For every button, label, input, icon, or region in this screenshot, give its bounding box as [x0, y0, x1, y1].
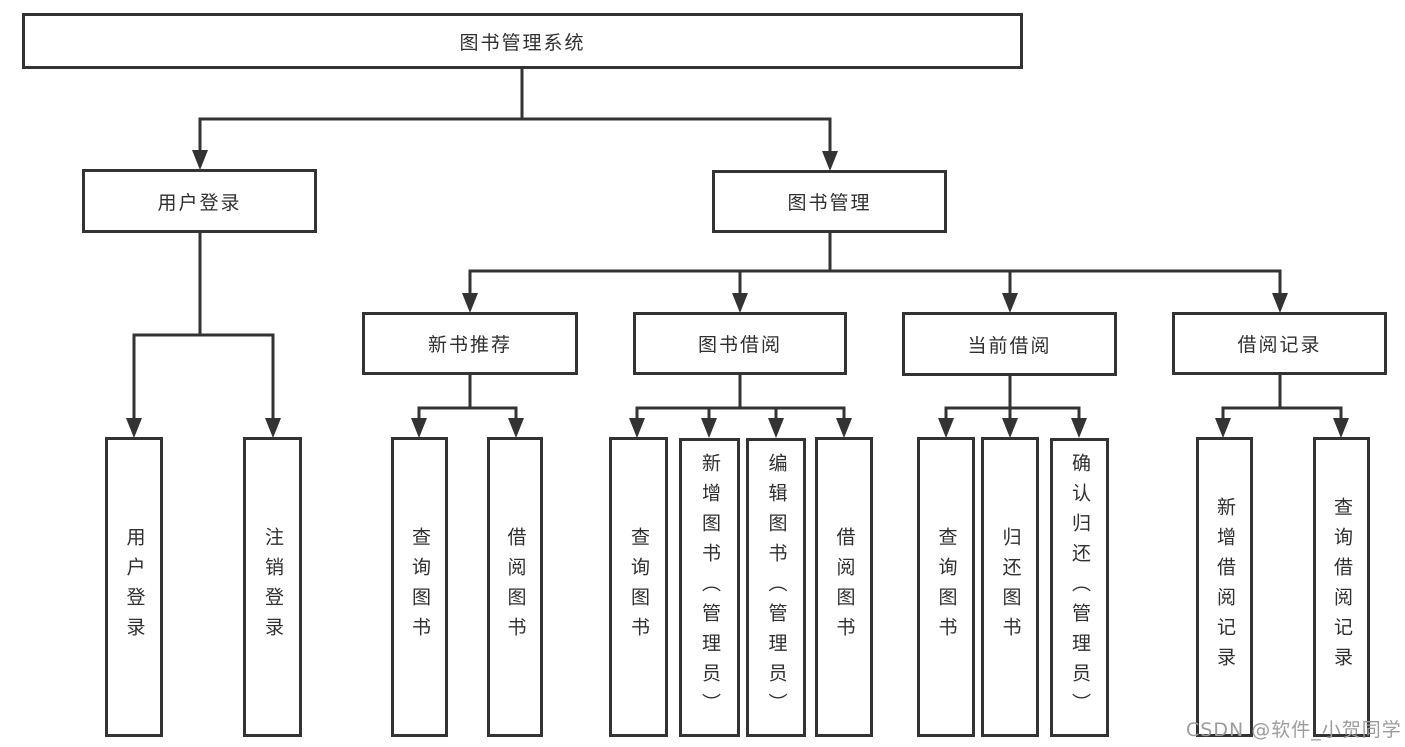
node-label: 查询图书 — [409, 527, 431, 647]
leaf-return-books: 归还图书 — [981, 437, 1039, 737]
node-book-borrowing: 图书借阅 — [633, 312, 847, 375]
arrowhead-icons — [126, 150, 1349, 438]
node-label: 图书管理 — [787, 192, 872, 214]
leaf-borrow-books-borrowing: 借阅图书 — [815, 437, 873, 737]
node-label: 借阅记录 — [1237, 334, 1322, 356]
leaf-add-books-admin: 新增图书（管理员） — [679, 438, 740, 737]
node-label: 用户登录 — [123, 527, 146, 647]
leaf-borrow-books-recommend: 借阅图书 — [487, 437, 543, 737]
node-label: 归还图书 — [999, 527, 1022, 647]
node-label: 查询借阅记录 — [1331, 497, 1353, 677]
node-label: 新增图书（管理员） — [699, 452, 721, 723]
node-label: 注销登录 — [262, 527, 284, 647]
leaf-query-books-recommend: 查询图书 — [391, 437, 448, 737]
node-label: 确认归还（管理员） — [1069, 452, 1091, 723]
connector-lines — [132, 67, 1343, 425]
leaf-logout: 注销登录 — [243, 437, 302, 737]
leaf-confirm-return-admin: 确认归还（管理员） — [1050, 438, 1109, 737]
node-borrowing-records: 借阅记录 — [1172, 312, 1387, 375]
leaf-query-borrow-record: 查询借阅记录 — [1313, 437, 1370, 737]
node-current-borrowing: 当前借阅 — [902, 312, 1117, 376]
node-user-login: 用户登录 — [82, 169, 317, 233]
node-book-management: 图书管理 — [712, 170, 947, 233]
node-label: 借阅图书 — [504, 527, 527, 647]
node-label: 查询图书 — [935, 527, 958, 647]
node-label: 用户登录 — [157, 191, 242, 214]
node-label: 编辑图书（管理员） — [765, 452, 788, 723]
node-label: 当前借阅 — [967, 334, 1052, 357]
csdn-watermark: CSDN @软件_小贺同学 — [1186, 719, 1402, 741]
node-library-system: 图书管理系统 — [22, 13, 1023, 69]
node-label: 图书借阅 — [697, 334, 782, 356]
node-label: 借阅图书 — [833, 527, 856, 647]
leaf-query-books-current: 查询图书 — [917, 437, 975, 737]
node-new-book-recommend: 新书推荐 — [362, 312, 578, 375]
node-label: 新增借阅记录 — [1214, 497, 1236, 677]
leaf-query-books-borrowing: 查询图书 — [609, 437, 668, 737]
node-label: 新书推荐 — [427, 334, 512, 356]
leaf-add-borrow-record: 新增借阅记录 — [1196, 437, 1253, 737]
node-label: 图书管理系统 — [459, 31, 586, 54]
leaf-user-login: 用户登录 — [105, 437, 163, 737]
leaf-edit-books-admin: 编辑图书（管理员） — [746, 438, 806, 737]
node-label: 查询图书 — [628, 527, 650, 647]
